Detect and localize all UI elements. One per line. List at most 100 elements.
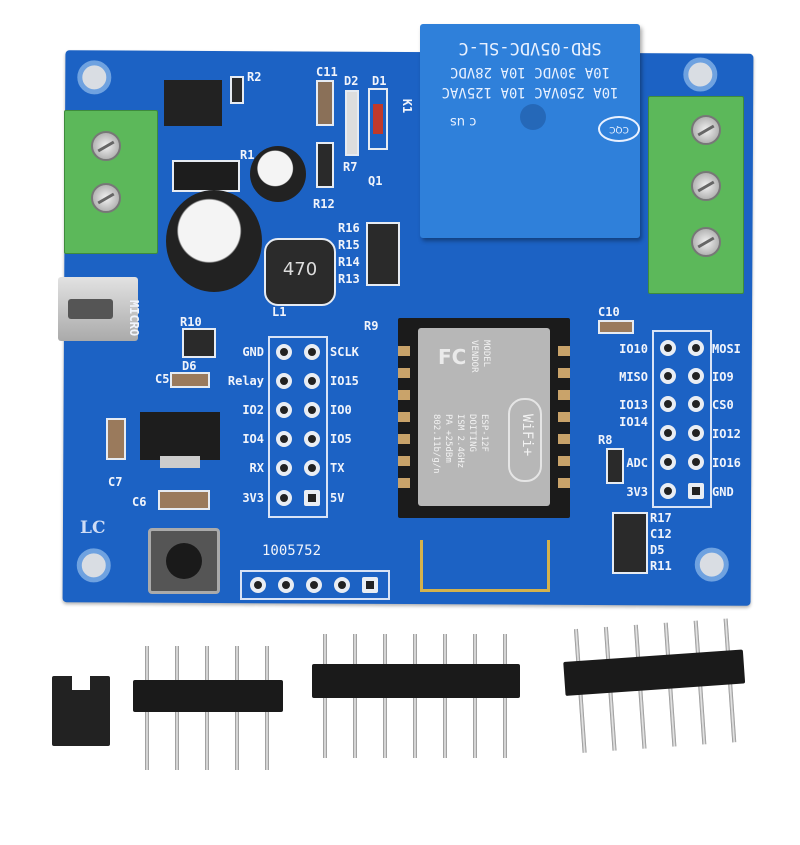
label-r9: R9 bbox=[364, 319, 379, 333]
pin-hole bbox=[688, 396, 704, 412]
pin-hole bbox=[660, 454, 676, 470]
pin-hole bbox=[660, 425, 676, 441]
pin-label: IO5 bbox=[330, 432, 352, 446]
pin-hole bbox=[276, 344, 292, 360]
regulator-tab bbox=[160, 456, 200, 468]
screw-terminal-right bbox=[648, 96, 744, 294]
pin-hole bbox=[278, 577, 294, 593]
pin-label: CS0 bbox=[712, 398, 734, 412]
pin-hole bbox=[660, 483, 676, 499]
label-d2: D2 bbox=[344, 74, 359, 88]
micro-usb-port[interactable] bbox=[58, 277, 138, 341]
pad bbox=[398, 478, 410, 488]
pin-label: TX bbox=[330, 461, 345, 475]
pin-hole bbox=[276, 490, 292, 506]
label-c11: C11 bbox=[316, 65, 338, 79]
electrolytic-capacitor bbox=[166, 190, 262, 292]
pin-label: 5V bbox=[330, 491, 345, 505]
pin-label: MOSI bbox=[712, 342, 741, 356]
label-c10: C10 bbox=[598, 305, 620, 319]
electrolytic-capacitor-small bbox=[250, 146, 306, 202]
label-c7: C7 bbox=[108, 475, 123, 489]
label-r1: R1 bbox=[240, 148, 255, 162]
screw-icon bbox=[691, 227, 721, 257]
pad bbox=[398, 346, 410, 356]
pin-hole bbox=[304, 344, 320, 360]
pad bbox=[558, 434, 570, 444]
pin-hole-square bbox=[304, 490, 320, 506]
pin-hole bbox=[276, 431, 292, 447]
pad bbox=[398, 456, 410, 466]
capacitor bbox=[106, 418, 126, 460]
relay-dimple bbox=[520, 104, 546, 130]
pin-hole-square bbox=[688, 483, 704, 499]
pin-hole bbox=[304, 431, 320, 447]
pin-label: IO13 bbox=[619, 398, 648, 412]
pin-hole bbox=[688, 340, 704, 356]
pin-hole bbox=[306, 577, 322, 593]
label-r10: R10 bbox=[180, 315, 202, 329]
pin-label: IO10 bbox=[619, 342, 648, 356]
pad bbox=[398, 412, 410, 422]
pad bbox=[558, 368, 570, 378]
resistor bbox=[316, 142, 334, 188]
label-c12: C12 bbox=[650, 527, 672, 541]
relay: SRD-05VDC-SL-C 10A 30VDC 10A 28VDC 10A 2… bbox=[420, 24, 640, 238]
pad bbox=[558, 346, 570, 356]
pin-label: IO12 bbox=[712, 427, 741, 441]
pin-hole bbox=[660, 396, 676, 412]
pad bbox=[398, 434, 410, 444]
pin-label: RX bbox=[249, 461, 264, 475]
pin-hole bbox=[688, 454, 704, 470]
pad bbox=[558, 478, 570, 488]
capacitor bbox=[598, 320, 634, 334]
label-r2: R2 bbox=[247, 70, 262, 84]
brand-mark: LC bbox=[80, 518, 106, 538]
reset-button[interactable] bbox=[148, 528, 220, 594]
label-r15: R15 bbox=[338, 238, 360, 252]
label-r8: R8 bbox=[598, 433, 613, 447]
pin-label: IO15 bbox=[330, 374, 359, 388]
pin-hole bbox=[688, 425, 704, 441]
label-r17: R17 bbox=[650, 511, 672, 525]
pad bbox=[398, 390, 410, 400]
header-plastic bbox=[312, 664, 520, 698]
pin-hole bbox=[660, 368, 676, 384]
resistor bbox=[182, 328, 216, 358]
bottom-header-outline bbox=[240, 570, 390, 600]
pin-hole-square bbox=[362, 577, 378, 593]
pin-hole bbox=[250, 577, 266, 593]
pad bbox=[398, 368, 410, 378]
header-plastic bbox=[133, 680, 283, 712]
resistor-array bbox=[366, 222, 400, 286]
screw-icon bbox=[691, 115, 721, 145]
pin-hole bbox=[660, 340, 676, 356]
pin-label: 3V3 bbox=[626, 485, 648, 499]
pin-label: SCLK bbox=[330, 345, 359, 359]
label-d1: D1 bbox=[372, 74, 387, 88]
wifi-badge: WiFi+ bbox=[508, 398, 542, 482]
pin-hole bbox=[334, 577, 350, 593]
left-header-outline bbox=[268, 336, 328, 518]
pin-label: IO4 bbox=[242, 432, 264, 446]
screw-terminal-left bbox=[64, 110, 158, 254]
label-r14: R14 bbox=[338, 255, 360, 269]
pin-label: IO0 bbox=[330, 403, 352, 417]
pin-hole bbox=[276, 373, 292, 389]
screw-icon bbox=[91, 183, 121, 213]
pin-label: IO16 bbox=[712, 456, 741, 470]
pin-hole bbox=[276, 402, 292, 418]
led bbox=[345, 90, 359, 156]
pin-label: IO2 bbox=[242, 403, 264, 417]
right-header-outline bbox=[652, 330, 712, 508]
capacitor bbox=[316, 80, 334, 126]
capacitor bbox=[170, 372, 210, 388]
resistor bbox=[606, 448, 624, 484]
voltage-regulator bbox=[140, 412, 220, 460]
label-c6: C6 bbox=[132, 495, 147, 509]
pin-hole bbox=[276, 460, 292, 476]
pad bbox=[558, 456, 570, 466]
pad bbox=[558, 390, 570, 400]
pin-label: GND bbox=[712, 485, 734, 499]
